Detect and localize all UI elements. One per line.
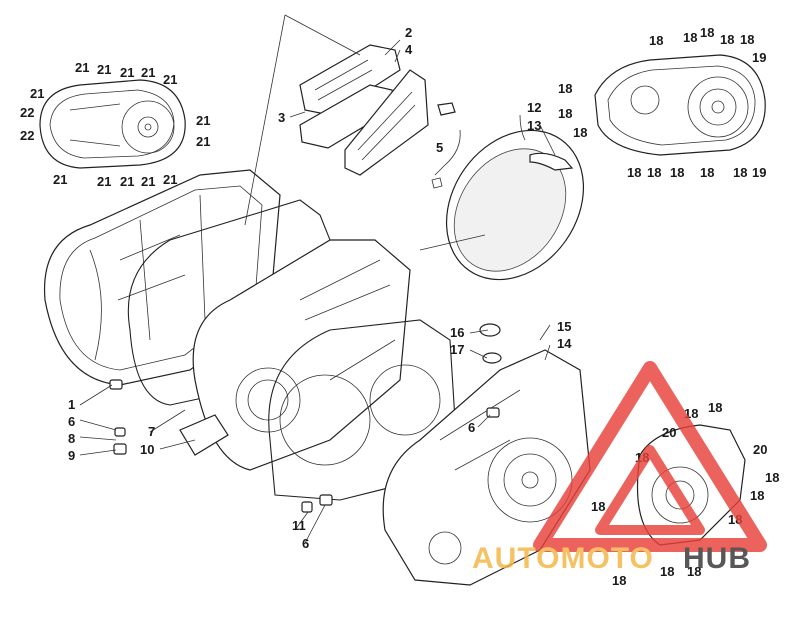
- callout-22: 22: [20, 105, 34, 120]
- callout-2: 2: [405, 25, 412, 40]
- callout-18: 18: [573, 125, 587, 140]
- callout-18: 18: [765, 470, 779, 485]
- callout-6-left: 6: [68, 414, 75, 429]
- callout-21: 21: [163, 72, 177, 87]
- upper-bracket-assembly: [299, 44, 456, 176]
- callout-18: 18: [700, 25, 714, 40]
- callout-11: 11: [292, 518, 306, 533]
- callout-21: 21: [196, 134, 210, 149]
- callout-6-bottom: 6: [302, 536, 309, 551]
- callout-18: 18: [670, 165, 684, 180]
- callout-20: 20: [662, 425, 676, 440]
- callout-21: 21: [163, 172, 177, 187]
- watermark-logo: AUTOMOTO HUB: [472, 361, 767, 575]
- callout-4: 4: [405, 42, 413, 57]
- callout-10: 10: [140, 442, 154, 457]
- callout-18: 18: [740, 32, 754, 47]
- callout-18: 18: [591, 499, 605, 514]
- watermark-triangle-outer: [533, 361, 767, 552]
- callout-18: 18: [687, 564, 701, 579]
- callout-1: 1: [68, 397, 75, 412]
- callout-3: 3: [278, 110, 285, 125]
- callout-19: 19: [752, 165, 766, 180]
- watermark-brand-right: HUB: [683, 542, 751, 575]
- callout-21: 21: [120, 174, 134, 189]
- small-cover-right: [636, 424, 746, 546]
- callout-20: 20: [753, 442, 767, 457]
- callout-21: 21: [120, 65, 134, 80]
- callout-21: 21: [196, 113, 210, 128]
- watermark-triangle-inner: [595, 445, 705, 535]
- callout-18: 18: [647, 165, 661, 180]
- leader-lines: [79, 14, 556, 544]
- callout-18: 18: [627, 165, 641, 180]
- callout-18: 18: [700, 165, 714, 180]
- callout-9: 9: [68, 448, 75, 463]
- callout-18: 18: [708, 400, 722, 415]
- callout-19: 19: [752, 50, 766, 65]
- callout-13: 13: [527, 118, 541, 133]
- callout-labels: 2 4 3 5 12 13 1 6 8 9 7 10 11 6 16 17 15…: [20, 25, 779, 588]
- callout-21: 21: [97, 174, 111, 189]
- callout-21: 21: [97, 62, 111, 77]
- callout-18: 18: [720, 32, 734, 47]
- callout-17: 17: [450, 342, 464, 357]
- callout-18: 18: [558, 106, 572, 121]
- callout-5: 5: [436, 140, 443, 155]
- callout-12: 12: [527, 100, 541, 115]
- callout-21: 21: [30, 86, 44, 101]
- belt-cover-top-left: [39, 79, 186, 169]
- callout-18: 18: [612, 573, 626, 588]
- clutch-cover-top-right: [594, 54, 766, 156]
- callout-18: 18: [733, 165, 747, 180]
- callout-21: 21: [75, 60, 89, 75]
- callout-18: 18: [750, 488, 764, 503]
- callout-18: 18: [649, 33, 663, 48]
- callout-8: 8: [68, 431, 75, 446]
- callout-18: 18: [683, 30, 697, 45]
- callout-6-right: 6: [468, 420, 475, 435]
- small-parts: [109, 323, 502, 513]
- middle-housing: [179, 239, 411, 471]
- callout-21: 21: [141, 65, 155, 80]
- callout-15: 15: [557, 319, 571, 334]
- drum-cover: [431, 129, 585, 281]
- watermark-brand-left: AUTOMOTO: [472, 542, 654, 575]
- callout-18: 18: [660, 564, 674, 579]
- callout-21: 21: [53, 172, 67, 187]
- callout-14: 14: [557, 336, 572, 351]
- callout-16: 16: [450, 325, 464, 340]
- gasket: [127, 199, 331, 406]
- callout-21: 21: [141, 174, 155, 189]
- callout-22: 22: [20, 128, 34, 143]
- callout-18: 18: [558, 81, 572, 96]
- callout-7: 7: [148, 424, 155, 439]
